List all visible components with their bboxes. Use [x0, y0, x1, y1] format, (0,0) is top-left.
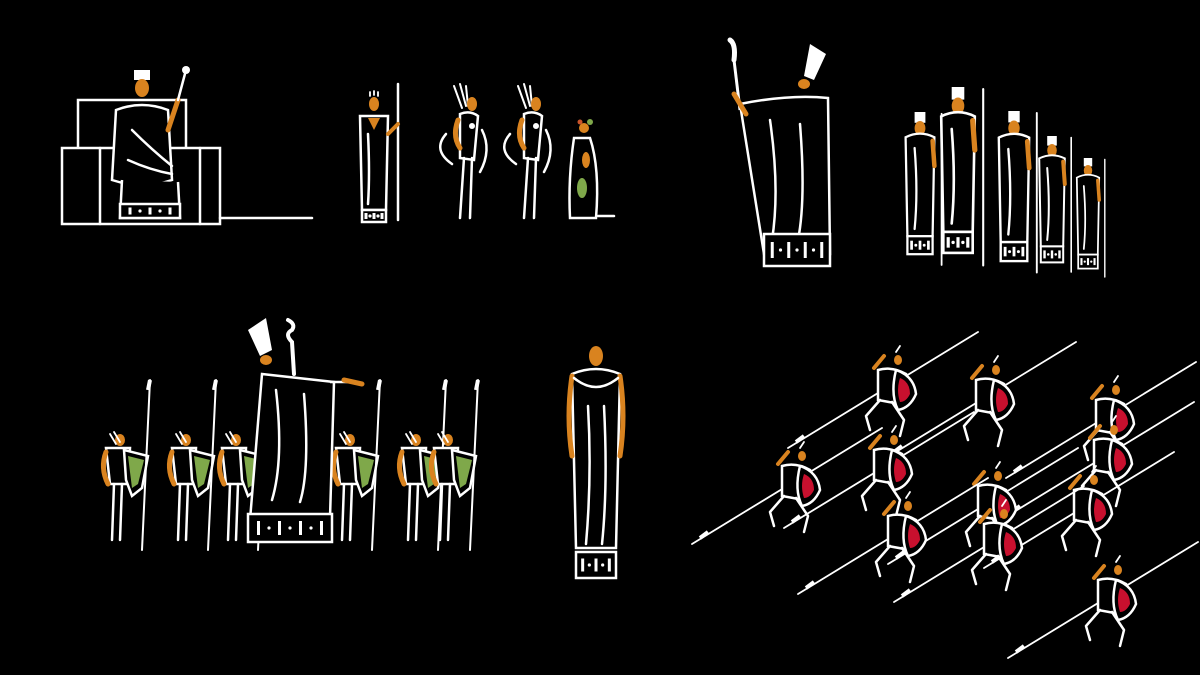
spear-guard: [428, 379, 480, 551]
panel-throne: [60, 66, 314, 226]
panel-lone-figure: [566, 346, 626, 580]
charging-warrior: [797, 477, 989, 595]
panel-warriors: [691, 331, 1199, 659]
charging-warrior: [887, 447, 1079, 565]
plumed-bowman: [503, 83, 552, 220]
charging-warrior: [893, 485, 1085, 603]
elder-figure: [939, 87, 985, 267]
panel-giant-elders: [727, 37, 1106, 278]
spear-guard: [100, 379, 152, 551]
charging-warrior: [787, 331, 979, 449]
spear-guard: [166, 379, 218, 551]
elder-figure: [997, 111, 1038, 274]
charging-warrior: [885, 341, 1077, 459]
panel-court: [358, 82, 616, 224]
giant-robe-figure: [727, 37, 832, 268]
elder-figure: [1038, 136, 1073, 273]
charging-warrior: [1003, 401, 1195, 519]
charging-warrior: [691, 427, 883, 545]
standing-robe-figure: [566, 346, 626, 580]
robed-staff-figure: [358, 82, 400, 224]
charging-warrior: [1007, 541, 1199, 659]
charging-warrior: [783, 411, 975, 529]
pointing-robe-figure: [246, 318, 365, 544]
woman-green-figure: [568, 119, 616, 220]
elder-figure: [904, 112, 943, 266]
seated-king: [110, 66, 190, 220]
plumed-bowman: [439, 83, 488, 220]
panel-pointing-chief: [100, 318, 480, 551]
spear-guard: [330, 379, 382, 551]
elder-figure: [1075, 158, 1106, 278]
